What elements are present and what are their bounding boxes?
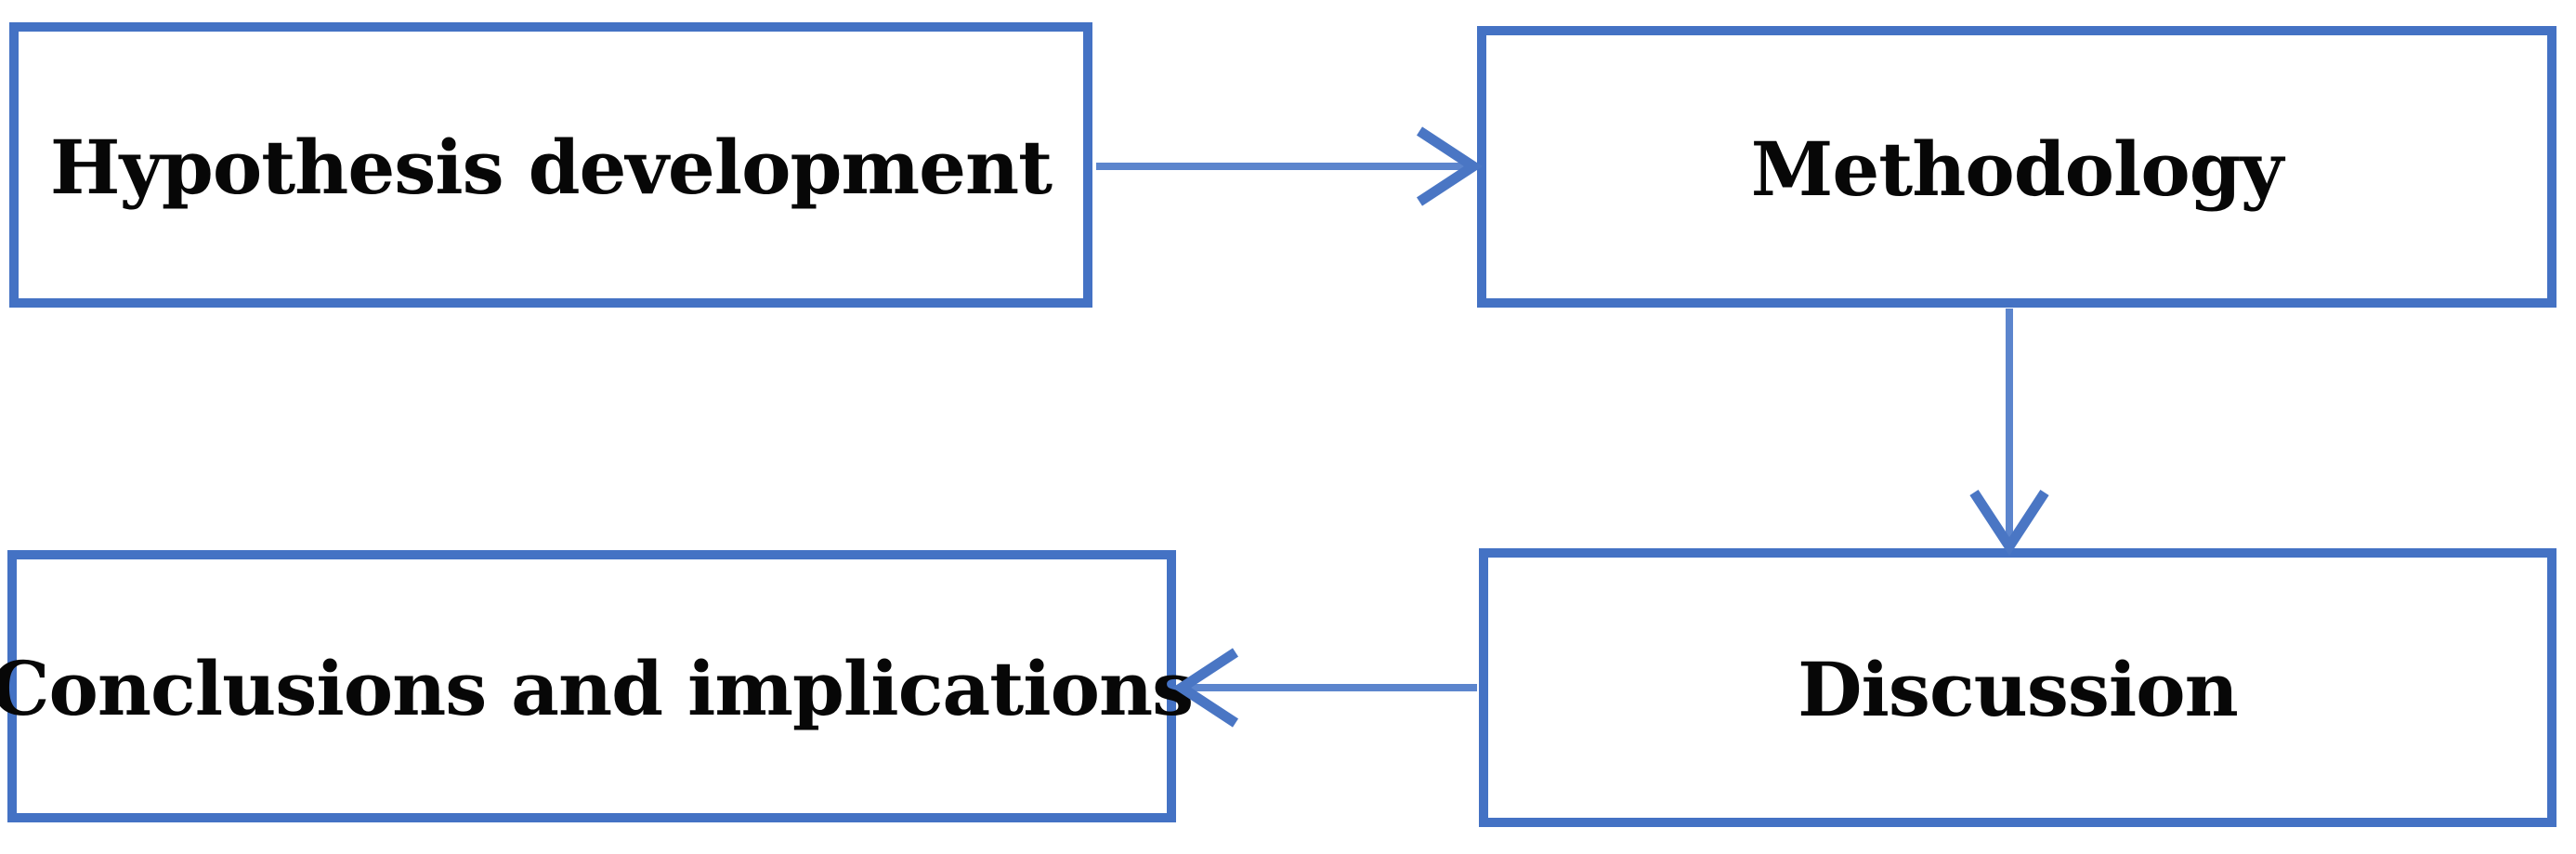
node-methodology: Methodology [1477, 26, 2556, 308]
node-discussion-label: Discussion [1798, 646, 2239, 733]
node-conclusions-and-implications-label: Conclusions and implications [0, 644, 1194, 732]
arrow-right-head-icon [1416, 126, 1484, 206]
node-discussion: Discussion [1479, 548, 2556, 827]
arrow-down-head-icon [1969, 489, 2049, 557]
arrow-hypothesis-to-methodology [1096, 126, 1484, 206]
node-hypothesis-development: Hypothesis development [9, 22, 1092, 308]
node-methodology-label: Methodology [1750, 125, 2283, 213]
node-conclusions-and-implications: Conclusions and implications [0, 550, 1194, 822]
arrow-methodology-to-discussion [1969, 309, 2049, 557]
arrow-discussion-to-conclusions [1171, 648, 1477, 728]
node-hypothesis-development-label: Hypothesis development [49, 123, 1053, 211]
